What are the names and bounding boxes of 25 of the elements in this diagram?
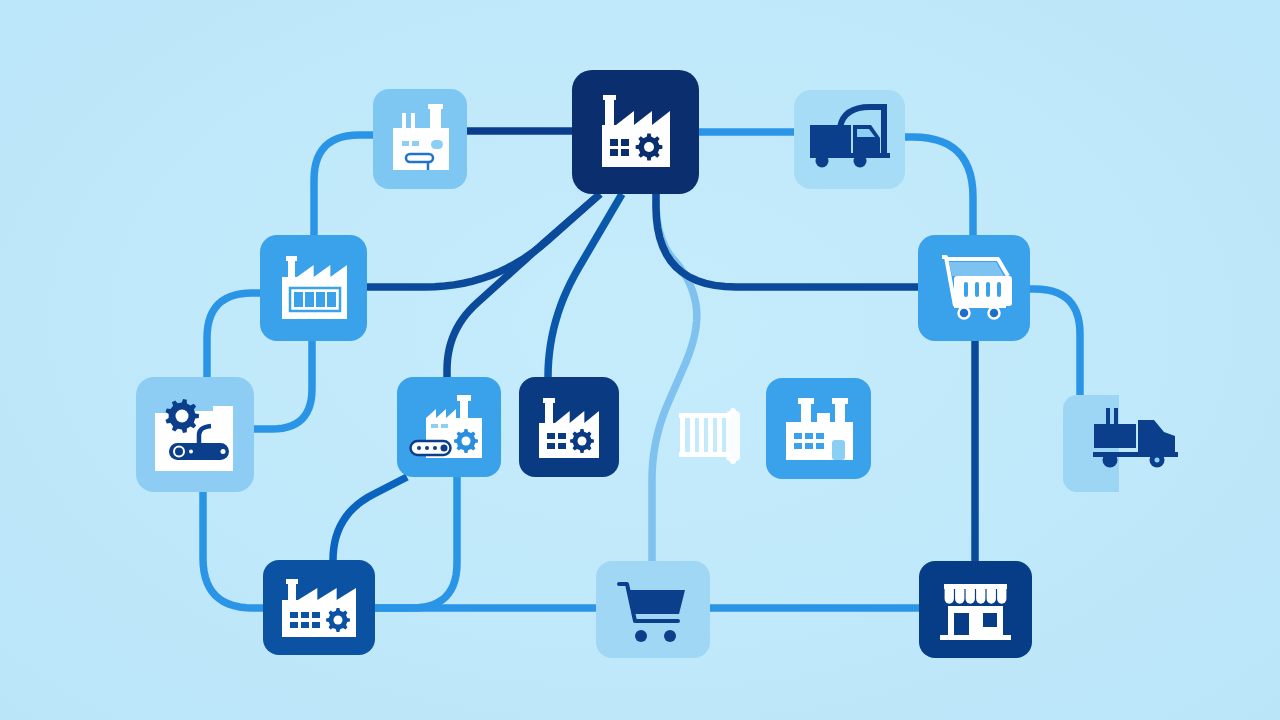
- connector-line: [467, 127, 572, 135]
- connector-line: [699, 128, 794, 136]
- icon-tile: [596, 561, 710, 658]
- icon-tile: [397, 377, 501, 477]
- connector-line: [443, 191, 603, 377]
- icon-tile: [136, 377, 254, 492]
- icon-tile: [519, 377, 619, 477]
- connector-line: [203, 289, 260, 377]
- connector-line: [199, 492, 263, 612]
- icon-tile: [373, 89, 467, 189]
- connector-line: [254, 341, 316, 433]
- connector-line: [971, 341, 979, 561]
- icon-tile: [263, 560, 375, 655]
- connector-line: [375, 604, 596, 612]
- icon-tile: [918, 235, 1030, 341]
- icon-tile: [572, 70, 699, 194]
- icon-tile: [919, 561, 1032, 658]
- connector-line: [652, 194, 918, 291]
- connector-line: [710, 604, 919, 612]
- icon-tile: [766, 378, 871, 479]
- connector-line: [310, 131, 373, 235]
- connector-line: [1030, 285, 1084, 395]
- connector-line: [905, 133, 977, 235]
- icon-tile: [794, 90, 905, 189]
- icon-tile: [260, 235, 367, 341]
